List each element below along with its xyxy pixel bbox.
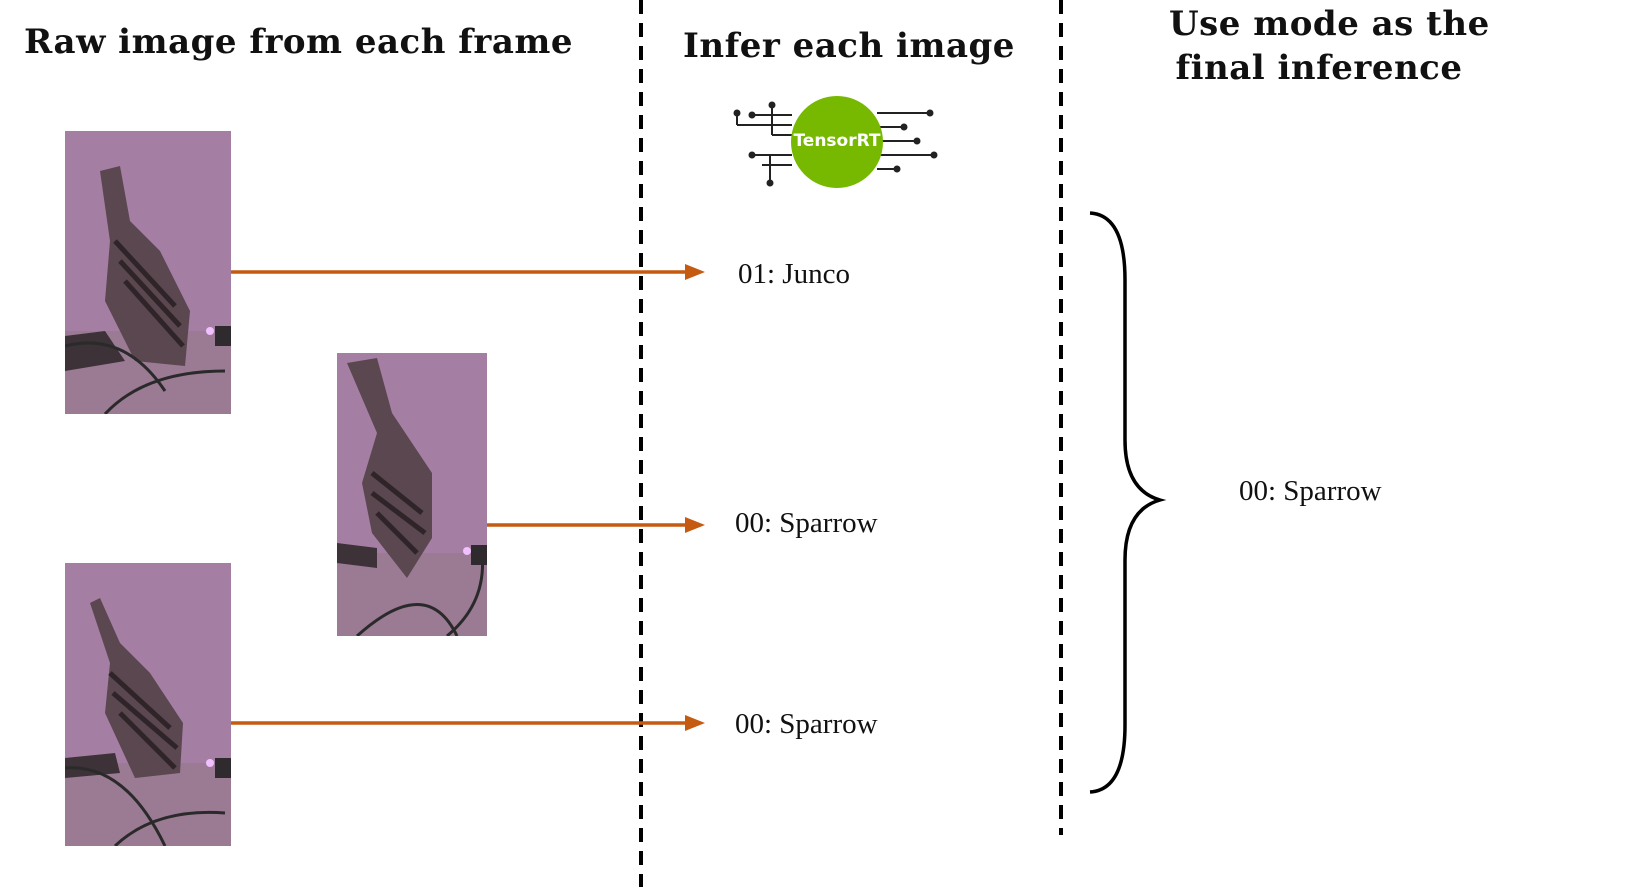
arrow-frame-2 <box>487 517 705 533</box>
inference-result-1: 01: Junco <box>738 258 850 290</box>
divider-left <box>639 0 643 887</box>
heading-final-line2: final inference <box>1175 48 1463 89</box>
divider-right <box>1059 0 1063 835</box>
final-inference: 00: Sparrow <box>1239 475 1382 507</box>
heading-final-line1: Use mode as the <box>1169 4 1490 44</box>
circuit-icon <box>733 96 938 188</box>
inference-result-2: 00: Sparrow <box>735 507 878 539</box>
arrow-frame-3 <box>231 715 705 731</box>
tensorrt-logo: TensorRT <box>732 95 938 191</box>
arrow-frame-1 <box>231 264 705 280</box>
inference-result-3: 00: Sparrow <box>735 708 878 740</box>
curly-brace <box>1089 211 1167 794</box>
frame-image-1 <box>65 131 231 414</box>
heading-final: Use mode as the final inference <box>1169 2 1490 90</box>
heading-raw-images: Raw image from each frame <box>24 22 573 62</box>
heading-infer: Infer each image <box>683 26 1015 66</box>
tensorrt-logo-text: TensorRT <box>793 131 881 151</box>
frame-image-3 <box>65 563 231 846</box>
frame-image-2 <box>337 353 487 636</box>
